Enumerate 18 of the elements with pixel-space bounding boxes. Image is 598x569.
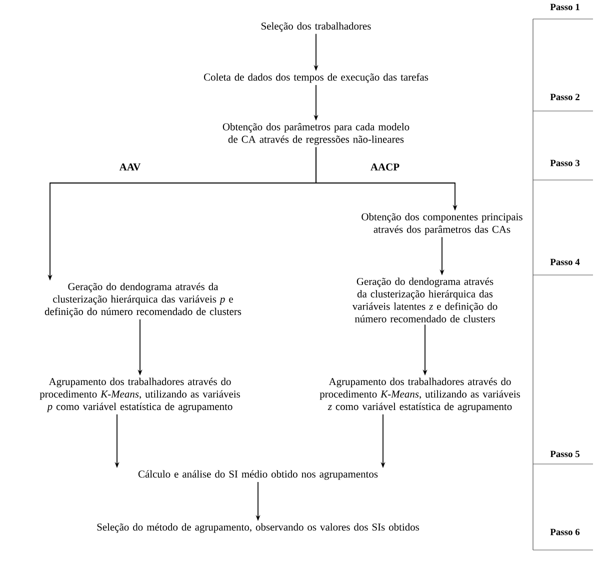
step-text: Obtenção dos parâmetros para cada modelo de CA através de regressões não-lineares: [222, 123, 410, 145]
step-text: Cálculo e análise do SI médio obtido nos agrupamentos: [138, 470, 378, 480]
step-text: Obtenção dos componentes principais através dos parâmetros das CAs: [362, 213, 522, 235]
step-label: Passo 6: [550, 528, 580, 536]
step-text: Geração do dendograma através da clusterização hierárquica das variáveis latentes z e definição do número recomendado de clusters: [352, 278, 498, 322]
step-text: Geração do dendograma através da clusterização hierárquica das variáveis p e definição do número recomendado de clusters: [44, 282, 242, 318]
step-label: Passo 2: [550, 94, 580, 100]
edge-label: AAV: [118, 162, 142, 172]
step-label: Passo 4: [550, 258, 580, 266]
step-label: Passo 1: [550, 4, 580, 10]
edge-label: AACP: [369, 162, 401, 172]
step-text: Seleção do método de agrupamento, observando os valores dos SIs obtidos: [97, 523, 420, 533]
step-label: Passo 5: [550, 450, 580, 458]
step-label: Passo 3: [550, 160, 580, 166]
step-text: Agrupamento dos trabalhadores através do procedimento K-Means, utilizando as variáveis z como variável estatística de agrupamento: [320, 378, 520, 412]
step-text: Coleta de dados dos tempos de execução das tarefas: [204, 73, 428, 83]
step-text: Agrupamento dos trabalhadores através do procedimento K-Means, utilizando as variáveis p como variável estatística de agrupamento: [40, 378, 240, 412]
step-text: Seleção dos trabalhadores: [262, 22, 371, 32]
